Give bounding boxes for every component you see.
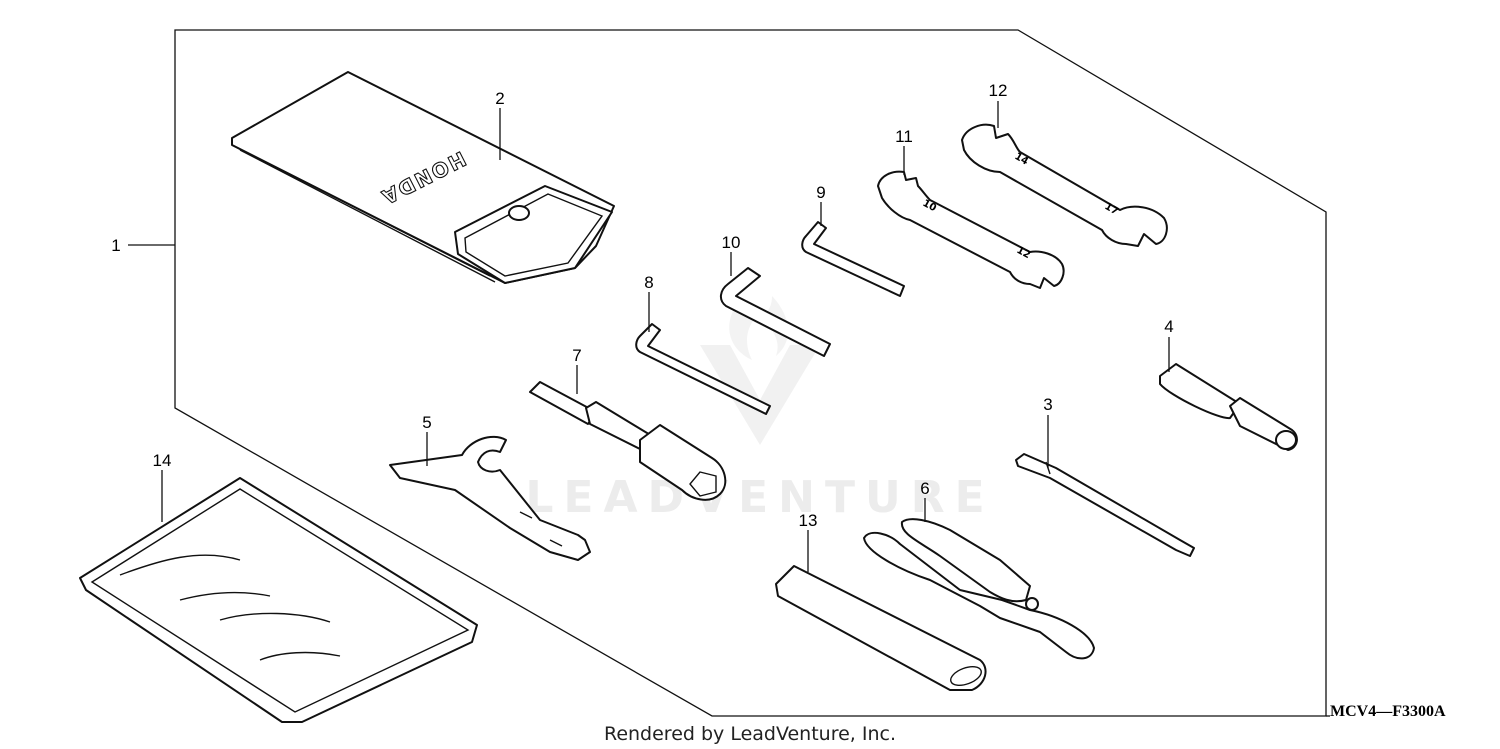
- diagram-code: MCV4—F3300A: [1330, 703, 1446, 720]
- leader-lines: [128, 101, 1330, 717]
- callout-7: 7: [572, 346, 581, 365]
- callout-5: 5: [422, 413, 431, 432]
- hex-wrench-small: [635, 323, 771, 415]
- watermark-text: LEADVENTURE: [525, 472, 994, 523]
- callout-8: 8: [644, 273, 653, 292]
- footer-credit: Rendered by LeadVenture, Inc.: [604, 723, 896, 745]
- callout-labels: 1 2 3 4 5 6 7 8 9 10 11 12 13 14: [111, 81, 1173, 530]
- callout-3: 3: [1043, 395, 1052, 414]
- plug-wrench: [529, 381, 727, 501]
- pin-spanner: [389, 435, 591, 561]
- hex-wrench-short: [801, 221, 905, 297]
- watermark: LEADVENTURE: [525, 296, 994, 523]
- callout-14: 14: [153, 451, 172, 470]
- open-end-wrench-14x17: 14 17: [961, 123, 1168, 247]
- callout-11: 11: [895, 127, 913, 146]
- screwdriver-grip: [1159, 363, 1298, 451]
- screwdriver: [1015, 453, 1195, 557]
- callout-6: 6: [920, 479, 929, 498]
- extension-bar: [775, 565, 987, 691]
- hex-wrench-large: [720, 267, 831, 357]
- callout-1: 1: [111, 236, 120, 255]
- open-end-wrench-10x12: 10 12: [877, 170, 1065, 289]
- callout-10: 10: [722, 233, 741, 252]
- callout-4: 4: [1164, 317, 1173, 336]
- callout-13: 13: [799, 511, 818, 530]
- pliers: [863, 518, 1095, 660]
- tool-bag: HONDA: [231, 71, 615, 284]
- manual-bag: [79, 477, 478, 723]
- assembly-frame: [174, 29, 1327, 717]
- callout-12: 12: [989, 81, 1008, 100]
- callout-9: 9: [816, 183, 825, 202]
- callout-2: 2: [495, 89, 504, 108]
